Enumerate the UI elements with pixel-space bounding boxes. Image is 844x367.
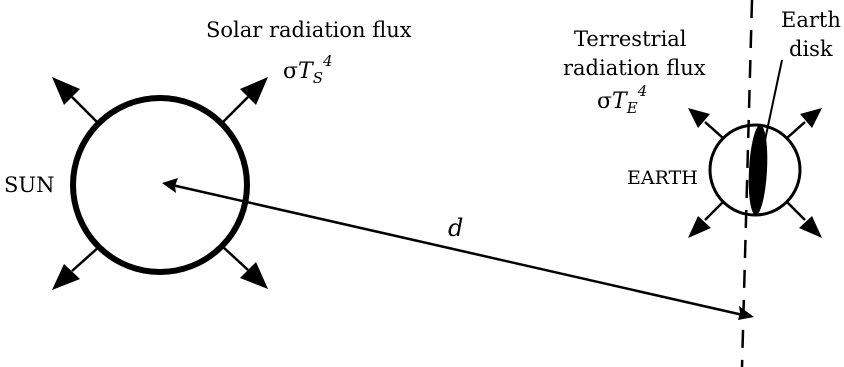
earth-ray-upper-right — [787, 108, 822, 138]
sun-group: SUN — [4, 77, 268, 290]
sun-label: SUN — [4, 173, 54, 197]
sun-ray-upper-left — [52, 77, 100, 125]
terrestrial-flux-formula: σTE4 — [597, 82, 647, 117]
distance-line — [172, 185, 743, 315]
solar-flux-subscript: S — [313, 69, 323, 87]
sun-ray-lower-right — [222, 246, 268, 289]
solar-flux-exponent: 4 — [322, 52, 333, 70]
solar-flux-formula: σTS4 — [283, 52, 333, 87]
terrestrial-flux-sigma: σ — [597, 89, 612, 114]
distance-arrowhead-earth — [738, 306, 754, 320]
earth-ray-lower-left — [688, 202, 723, 238]
earth-label: EARTH — [627, 167, 698, 189]
distance-arrow-group: d — [162, 178, 754, 320]
solar-flux-label: Solar radiation flux σTS4 — [206, 18, 412, 87]
earth-ray-upper-left — [688, 108, 723, 138]
earth-group: EARTH — [627, 108, 822, 238]
terrestrial-flux-label: Terrestrial radiation flux σTE4 — [563, 27, 706, 117]
distance-label: d — [448, 214, 463, 242]
earth-ray-lower-right — [787, 202, 822, 238]
earth-disk-label-line1: Earth — [781, 8, 841, 32]
sun-ray-upper-right — [220, 77, 268, 125]
terrestrial-flux-title-line2: radiation flux — [563, 56, 706, 80]
earth-disk-label-line2: disk — [789, 37, 833, 61]
sun-ray-lower-left — [52, 246, 100, 290]
sun-rays — [52, 77, 268, 290]
terrestrial-flux-exponent: 4 — [637, 82, 648, 100]
terrestrial-flux-subscript: E — [626, 99, 638, 117]
terrestrial-flux-title-line1: Terrestrial — [574, 27, 687, 51]
earth-disk-callout: Earth disk — [765, 8, 841, 140]
solar-flux-title: Solar radiation flux — [206, 18, 412, 42]
solar-flux-sigma: σ — [283, 59, 298, 84]
